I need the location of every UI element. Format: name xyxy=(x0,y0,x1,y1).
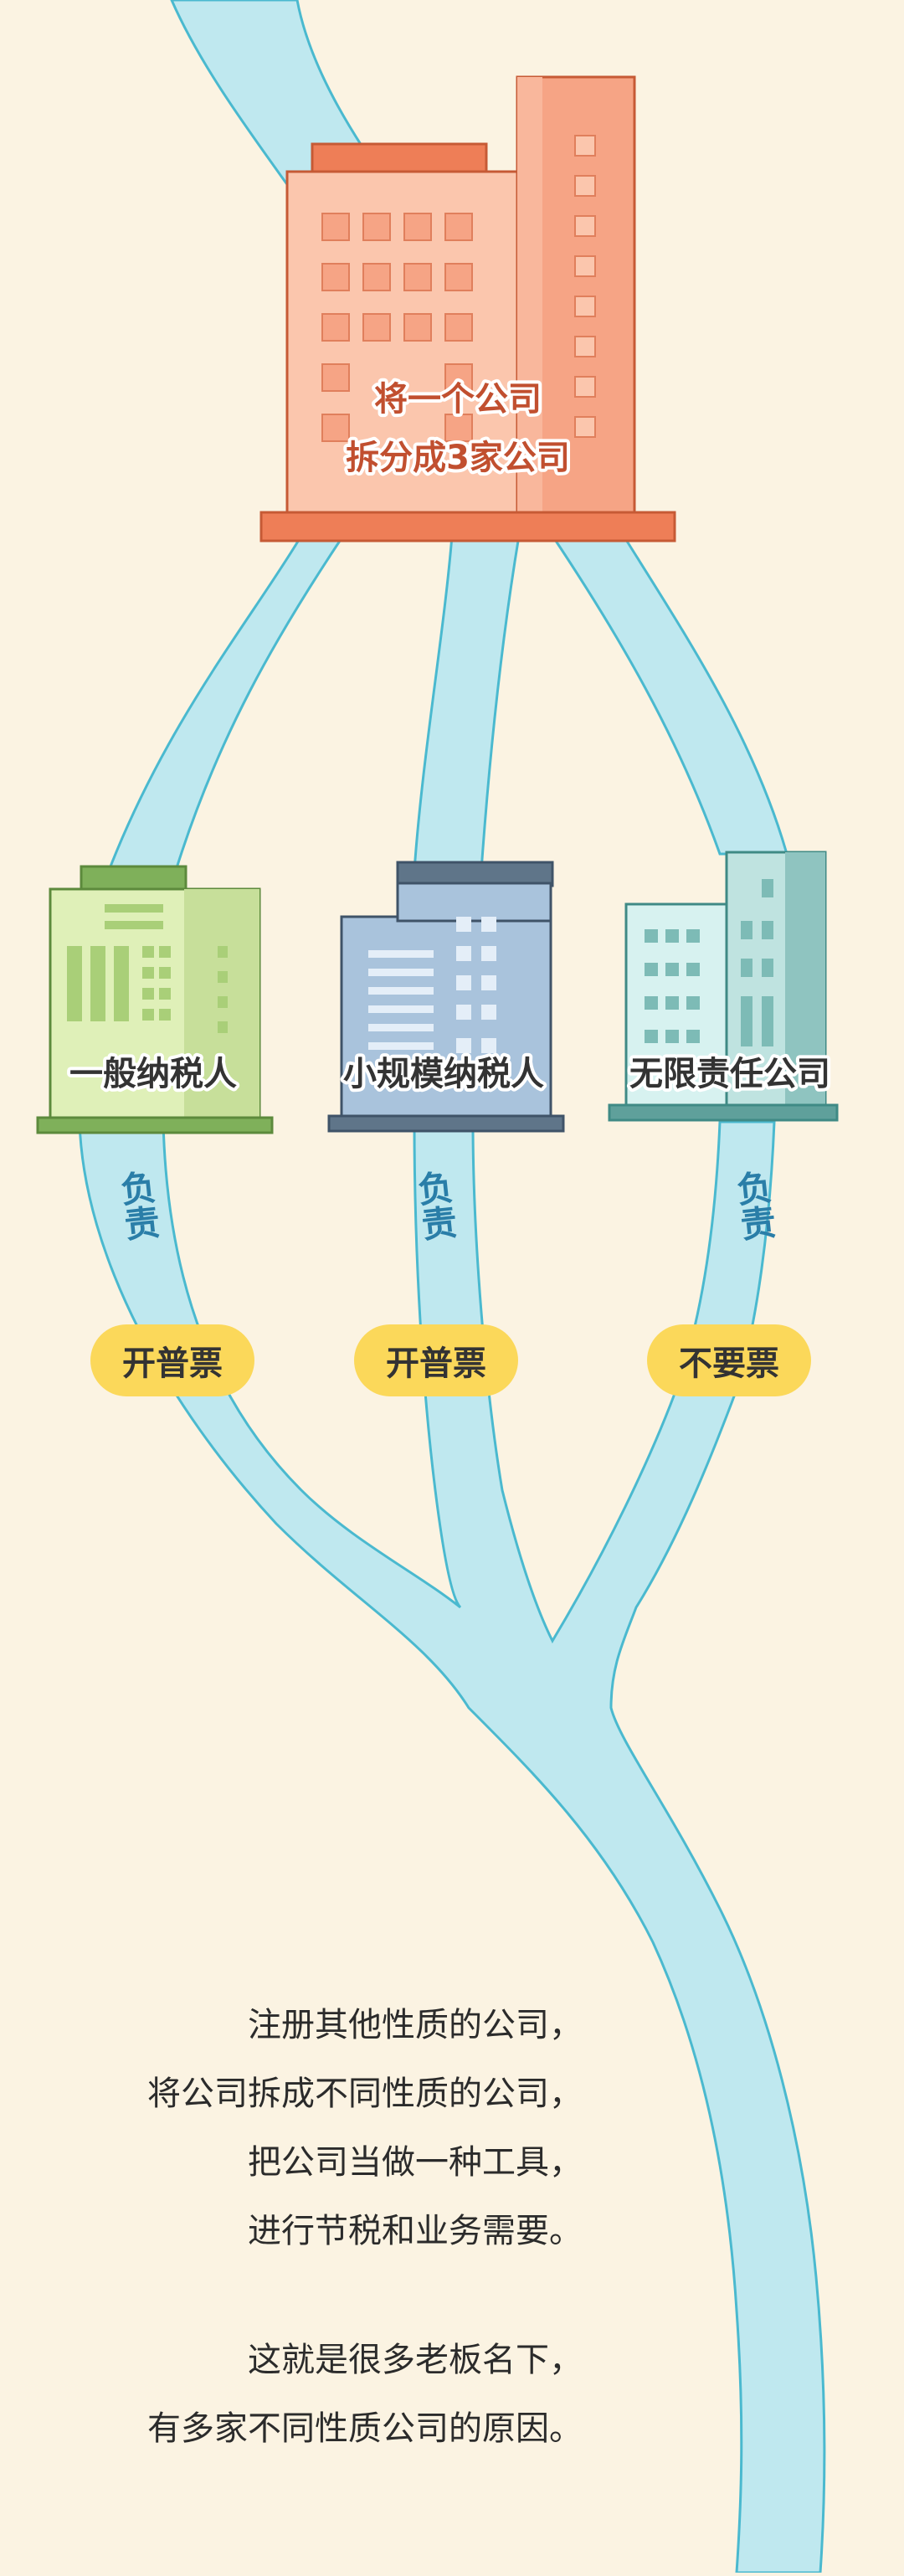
responsible-label-unlimited: 负责 xyxy=(729,1168,778,1243)
duty-pill-small: 开普票 xyxy=(354,1324,518,1396)
paragraph-line: 进行节税和业务需要。 xyxy=(248,2212,583,2250)
river-branch-left xyxy=(106,534,346,872)
general-taxpayer-building xyxy=(36,865,274,1134)
branch-name-unlimited: 无限责任公司 xyxy=(629,1055,830,1093)
small-taxpayer-building xyxy=(327,861,565,1133)
main-building xyxy=(259,75,676,542)
paragraph-line: 将公司拆成不同性质的公司， xyxy=(147,2075,583,2113)
main-building-line2: 拆分成3家公司 xyxy=(346,439,570,477)
river-lower-merge xyxy=(78,1120,826,2574)
responsible-label-small: 负责 xyxy=(410,1168,460,1243)
paragraph-line: 把公司当做一种工具， xyxy=(248,2143,583,2182)
paragraph-line: 有多家不同性质公司的原因。 xyxy=(147,2409,583,2448)
main-building-line1: 将一个公司 xyxy=(374,380,542,419)
branch-name-general: 一般纳税人 xyxy=(69,1055,237,1093)
duty-pill-unlimited: 不要票 xyxy=(647,1324,811,1396)
paragraph-line: 注册其他性质的公司， xyxy=(248,2006,583,2044)
paragraph-line: 这就是很多老板名下， xyxy=(248,2341,583,2379)
unlimited-company-building xyxy=(608,851,839,1122)
branch-name-small: 小规模纳税人 xyxy=(343,1055,544,1093)
explanation-paragraph: 注册其他性质的公司， 将公司拆成不同性质的公司， 把公司当做一种工具， 进行节税… xyxy=(147,1991,583,2265)
responsible-label-general: 负责 xyxy=(113,1168,162,1243)
duty-pill-general: 开普票 xyxy=(90,1324,254,1396)
conclusion-paragraph: 这就是很多老板名下， 有多家不同性质公司的原因。 xyxy=(147,2326,583,2463)
river-branch-right xyxy=(550,534,788,856)
river-branch-middle xyxy=(413,534,521,872)
